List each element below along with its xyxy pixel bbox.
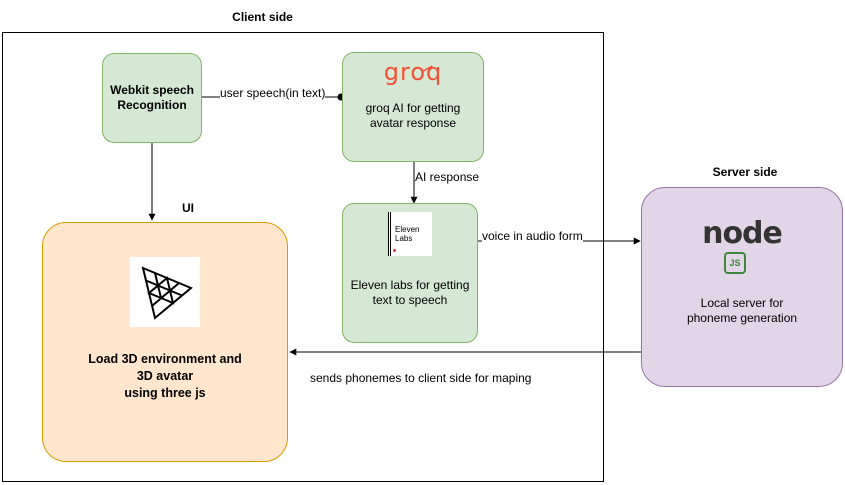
nodejs-js-text: JS [729,257,741,268]
eleven-logo-text-1: Eleven [395,225,420,234]
three-js-node: Load 3D environment and 3D avatar using … [42,222,288,462]
groq-logo-text: groq [383,58,443,86]
groq-node: groq groq AI for getting avatar response [342,52,484,162]
three-js-label-line3: using three js [124,386,206,400]
threejs-triangle-icon [141,266,193,320]
three-js-label-line1: Load 3D environment and [88,352,242,366]
eleven-labs-logo: Eleven Labs [388,212,432,256]
edge-label-voice-audio: voice in audio form [482,229,583,243]
client-side-container [2,32,604,482]
ui-label: UI [182,201,194,215]
threejs-logo [130,257,200,327]
three-js-label: Load 3D environment and 3D avatar using … [88,351,242,402]
client-side-title: Client side [232,10,293,24]
eleven-logo-text-2: Labs [395,234,413,243]
groq-label: groq AI for getting avatar response [365,101,461,130]
eleven-labs-node: Eleven Labs Eleven labs for getting text… [342,203,478,343]
edge-label-user-speech: user speech(in text) [220,86,326,100]
groq-logo: groq [383,60,443,95]
nodejs-logo-text: node [702,216,783,251]
nodejs-logo: node JS [692,219,792,276]
edge-label-phonemes: sends phonemes to client side for maping [310,371,532,385]
eleven-logo-dot-icon [393,249,396,252]
eleven-labs-label: Eleven labs for getting text to speech [350,278,470,307]
node-server-node: node JS Local server for phoneme generat… [641,187,843,387]
nodejs-hex-icon: JS [724,252,746,274]
webkit-speech-node: Webkit speech Recognition [102,53,202,143]
three-js-label-line2: 3D avatar [136,369,194,383]
edge-label-ai-response: AI response [415,170,480,184]
groq-logo-slash [421,65,433,73]
webkit-speech-label: Webkit speech Recognition [110,83,194,112]
node-server-label: Local server for phoneme generation [686,296,798,325]
server-side-title: Server side [712,165,778,179]
